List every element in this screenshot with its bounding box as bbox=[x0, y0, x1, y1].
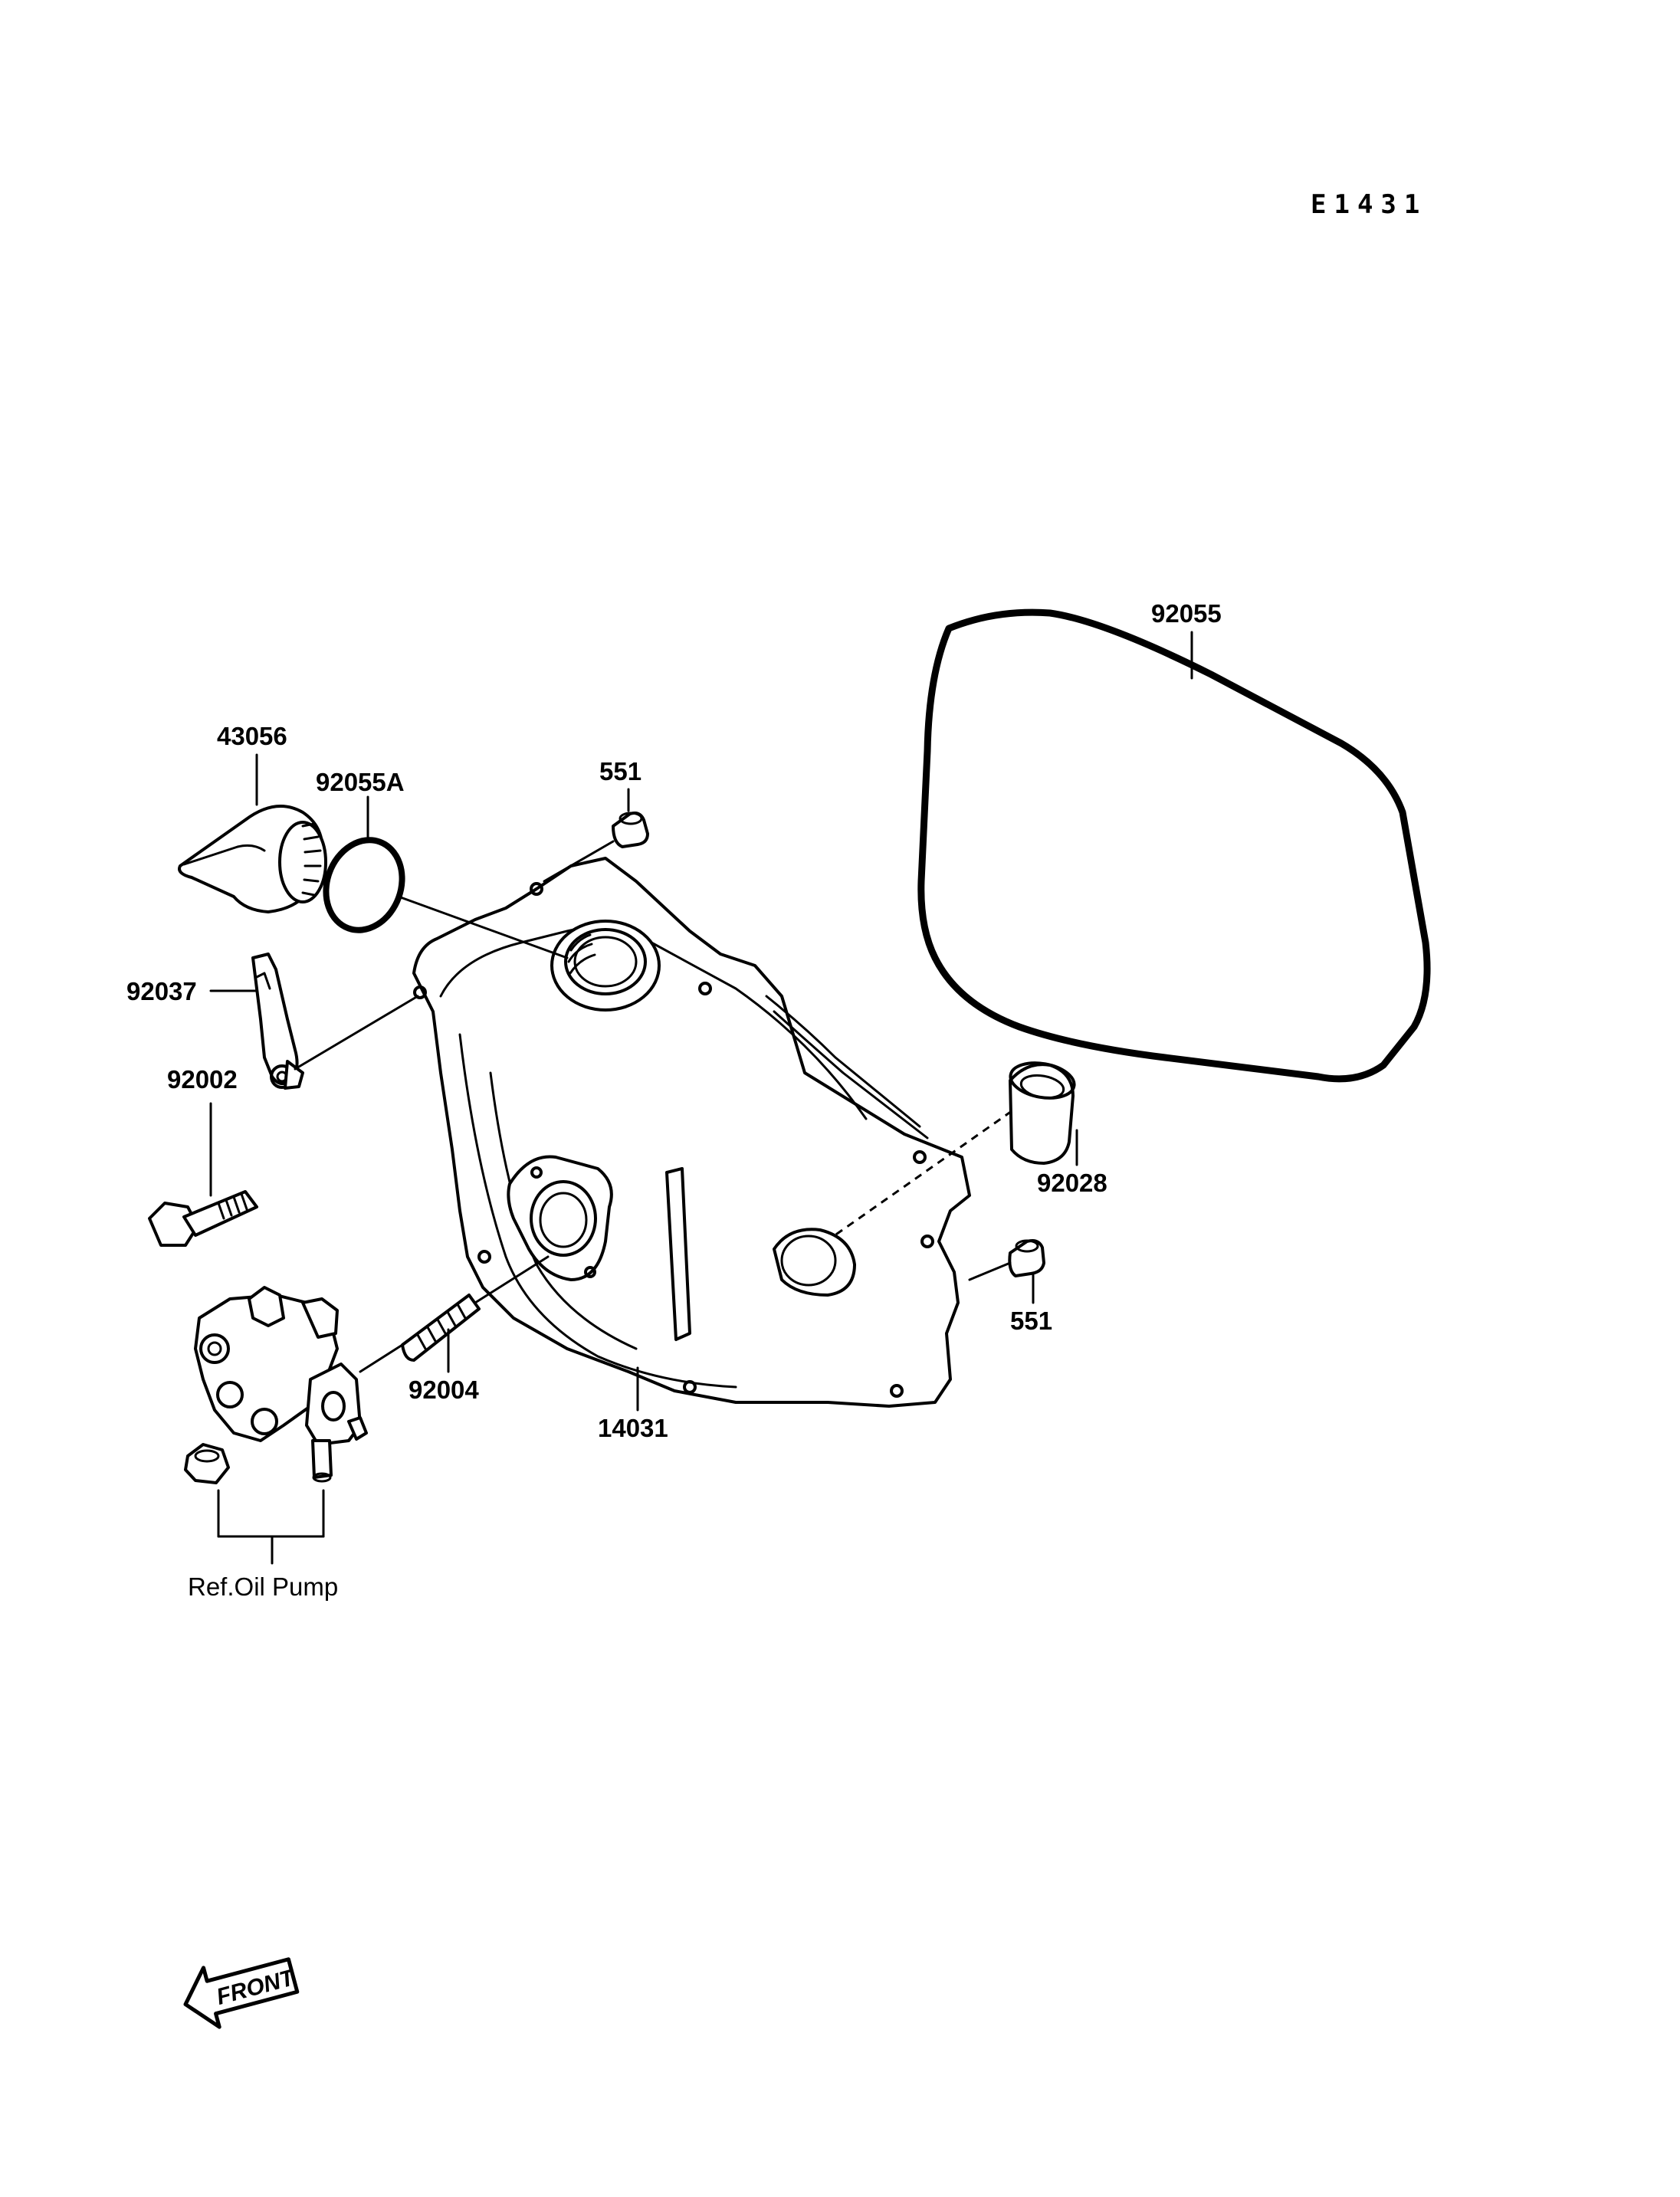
label-92037: 92037 bbox=[126, 977, 197, 1005]
stud-92004 bbox=[401, 1294, 481, 1362]
dowel-pin-551-top bbox=[612, 812, 649, 848]
reference-label: Ref.Oil Pump bbox=[188, 1572, 338, 1601]
label-14031: 14031 bbox=[598, 1414, 668, 1442]
assembly-line-stud bbox=[474, 1255, 550, 1304]
assembly-line-pin-top bbox=[543, 840, 615, 883]
oil-filler-cap-43056 bbox=[178, 805, 327, 913]
label-92055: 92055 bbox=[1151, 599, 1222, 628]
collar-92028 bbox=[1009, 1061, 1076, 1165]
label-92002: 92002 bbox=[167, 1065, 238, 1094]
pump-nut bbox=[184, 1443, 230, 1484]
dowel-pin-551-bottom bbox=[1008, 1239, 1045, 1277]
clamp-92037 bbox=[251, 953, 304, 1090]
o-ring-92055A bbox=[323, 837, 405, 933]
reference-bracket bbox=[217, 1489, 325, 1565]
diagram-code: E1431 bbox=[1311, 189, 1427, 220]
assembly-line-pin-bottom bbox=[968, 1261, 1012, 1281]
label-551-top: 551 bbox=[599, 757, 641, 785]
assembly-line-cap bbox=[397, 895, 569, 959]
cover-14031 bbox=[412, 857, 971, 1408]
oil-pump-reference bbox=[194, 1286, 404, 1483]
label-92004: 92004 bbox=[409, 1376, 479, 1404]
bolt-92002 bbox=[148, 1190, 258, 1247]
gasket-92055 bbox=[917, 608, 1431, 1083]
label-43056: 43056 bbox=[217, 722, 287, 750]
assembly-line-clamp bbox=[294, 995, 419, 1071]
label-92028: 92028 bbox=[1037, 1169, 1107, 1197]
assembly-line-collar bbox=[831, 1110, 1012, 1239]
label-551-bottom: 551 bbox=[1010, 1307, 1052, 1335]
label-92055A: 92055A bbox=[316, 768, 405, 796]
front-arrow-icon: FRONT bbox=[183, 1957, 300, 2029]
